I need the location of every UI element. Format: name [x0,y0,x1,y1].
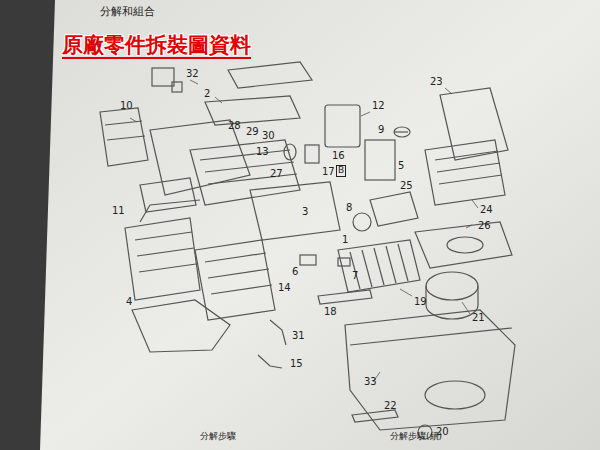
callout-number: 4 [126,296,132,307]
callout-number: B [336,165,346,177]
caption-text: 分解步驟 [200,432,236,442]
callout-number: 6 [292,266,298,277]
callout-number: 2 [204,88,210,99]
callout-number: 16 [332,150,345,161]
callout-number: 28 [228,120,241,131]
callout-number: 11 [112,205,125,216]
callout-number: 29 [246,126,259,137]
callout-number: 7 [352,270,358,281]
callout-number: 31 [292,330,305,341]
callout-number: 9 [378,124,384,135]
callout-number: 22 [384,400,397,411]
callout-number: 5 [398,160,404,171]
callout-number: 18 [324,306,337,317]
callout-number: 32 [186,68,199,79]
callout-number: 3 [302,206,308,217]
callout-number: 30 [262,130,275,141]
callout-number: 27 [270,168,283,179]
callout-number: 25 [400,180,413,191]
callout-number: 17 [322,166,335,177]
callout-number: 24 [480,204,493,215]
callout-number: 10 [120,100,133,111]
callout-number: 8 [346,202,352,213]
caption-text: 分解步驟(續) [390,432,442,442]
title-heading: 原廠零件拆裝圖資料 [62,34,251,59]
callout-number: 13 [256,146,269,157]
callout-number: 19 [414,296,427,307]
callout-number: 15 [290,358,303,369]
callout-number: 1 [342,234,348,245]
callout-number: 23 [430,76,443,87]
callout-number: 33 [364,376,377,387]
callout-number: 26 [478,220,491,231]
callout-number: 14 [278,282,291,293]
callout-number: 12 [372,100,385,111]
callout-number: 21 [472,312,485,323]
caption-text: 分解和組合 [100,6,155,18]
